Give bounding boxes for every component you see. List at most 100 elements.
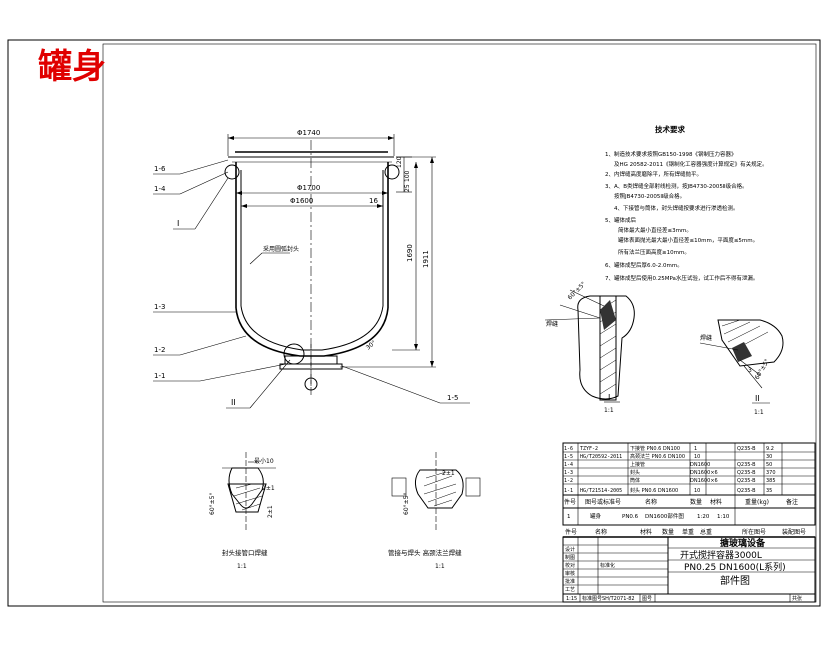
tb-company: 搪玻璃设备 (720, 537, 766, 549)
part-pressure: PN0.6 (622, 514, 639, 520)
bom-r6-qty: 10 (694, 488, 700, 494)
bom-r2-wt: 30 (766, 454, 772, 460)
vessel-drawing: Φ1740 Φ1700 Φ1600 16 120 100 25 1690 191… (153, 129, 470, 409)
tech-req-line-3: 2、内焊缝高度磨除平，所有焊缝抛平。 (605, 170, 702, 178)
bom-r3-name: 上接管 (630, 461, 645, 468)
bom-r4-wt: 370 (766, 470, 776, 476)
bom-r5-mat: Q235-B (737, 478, 756, 484)
weld1-scale: 1:1 (237, 563, 247, 570)
angle-label: 30° (365, 339, 378, 351)
weld-detail-1: 最小10 60°±5° 2±1 2±1 封头接管口焊缝 1:1 (209, 452, 276, 570)
title-block: 设计 制图 校对 审核 批准 工艺 标准化 搪玻璃设备 开式搅拌容器3000L … (562, 536, 816, 603)
detail-I-label: I (608, 393, 610, 402)
bom-r5-name: 筒体 (630, 477, 640, 484)
part-dn: DN1600部件图 (645, 512, 684, 520)
callout-1-3: 1-3 (154, 303, 165, 311)
ph-assembly: 装配图号 (782, 528, 806, 536)
weld1-angle: 60°±5° (209, 493, 216, 515)
callout-1-2: 1-2 (154, 346, 165, 354)
weld1-caption: 封头接管口焊缝 (222, 548, 268, 557)
ph-name: 名称 (595, 528, 607, 536)
drawing-frame (7, 39, 821, 607)
tb-label-design: 设计 (565, 546, 575, 553)
dim-top-width: Φ1740 (297, 129, 320, 137)
bom-h-qty: 数量 (690, 498, 702, 506)
tb-product: 开式搅拌容器3000L (680, 549, 762, 561)
tb-scale: 1:15 (566, 596, 577, 602)
part-no: 1 (567, 514, 571, 520)
part-scale2: 1:10 (717, 514, 730, 520)
tb-sheet-total: 共张 (792, 595, 802, 602)
tb-drawing-type: 部件图 (720, 574, 750, 587)
dim-inner-width: Φ1700 (297, 184, 320, 192)
ph-drawing: 所在图号 (742, 528, 766, 536)
bom-r4-qty: DN1600×6 (690, 470, 718, 476)
bom-r6-wt: 35 (766, 488, 772, 494)
bom-r2-name: 高颈法兰 PN0.6 DN100 (630, 453, 685, 460)
tech-req-line-12: 7、罐体成型后使用0.25MPa水压试验，试工作后不得有泄漏。 (605, 274, 758, 282)
bom-r2-std: HG/T20592-2011 (580, 454, 622, 460)
inner-label: 采用圆弧封头 (263, 245, 299, 253)
tech-req-line-10: 所有法兰压面高度≥10mm。 (618, 248, 690, 256)
bom-r3-no: 1-4 (564, 462, 573, 468)
callout-1-6: 1-6 (154, 165, 166, 173)
bom-h-mat: 材料 (710, 498, 722, 506)
ph-total: 总重 (700, 528, 712, 536)
weld2-scale: 1:1 (435, 563, 445, 570)
bom-r1-std: TZYF-2 (580, 446, 598, 452)
weld1-gap: 2±1 (262, 485, 275, 492)
bom-r3-wt: 50 (766, 462, 772, 468)
dim-height1: 1690 (406, 244, 414, 262)
tb-standard: 标准图号SH/T2071-82 (582, 595, 635, 602)
bom-r6-mat: Q235-B (737, 488, 756, 494)
tech-req-line-4: 3、A、B类焊缝全部射线检测，按JB4730-2005Ⅱ级合格。 (605, 182, 748, 190)
detail-I-angle: 60°±5° (566, 281, 587, 302)
tech-req-line-11: 6、罐体成型后厚6.0-2.0mm。 (605, 261, 683, 269)
dim-flange-h3: 25 (404, 184, 411, 192)
bom-r6-no: 1-1 (564, 488, 573, 494)
weld2-angle: 60°±5° (403, 493, 410, 515)
callout-1-5: 1-5 (447, 394, 458, 402)
tb-drawing-no: 图号 (642, 596, 652, 602)
tb-spec: PN0.25 DN1600(L系列) (684, 561, 786, 573)
bom-r1-no: 1-6 (564, 446, 573, 452)
tb-label-review: 审核 (565, 570, 575, 577)
bom-r2-no: 1-5 (564, 454, 573, 460)
tech-req-line-5: 按照JB4730-2005Ⅱ级合格。 (614, 192, 685, 200)
tech-req-heading: 技术要求 (655, 124, 685, 134)
tb-label-draft: 制图 (565, 554, 575, 561)
detail-II-label: II (755, 394, 760, 403)
tech-req-line-2: 及HG 20582-2011《钢制化工容器强度计算规定》有关规定。 (614, 160, 768, 168)
callout-II: II (231, 398, 236, 407)
weld1-gap-2: 2±1 (267, 505, 274, 518)
dim-height2: 1911 (422, 250, 430, 268)
bom-r6-name: 封头 PN0.6 DN1600 (630, 487, 678, 494)
detail-II-dim: 3 (748, 367, 752, 374)
dim-flange-h1: 120 (396, 156, 403, 168)
bom-r5-no: 1-2 (564, 478, 573, 484)
tb-label-approve: 批准 (565, 578, 575, 585)
bom-table: 1-6 TZYF-2 下接管 PN0.6 DN100 1 Q235-B 9.2 … (562, 442, 816, 536)
part-name: 罐身 (590, 512, 602, 520)
tech-req-line-1: 1、制造技术要求按照GB150-1998《钢制压力容器》 (605, 150, 737, 158)
bom-r4-name: 封头 (630, 469, 640, 476)
detail-I-scale: 1:1 (604, 407, 614, 414)
bom-r1-name: 下接管 PN0.6 DN100 (630, 445, 680, 452)
tech-req-line-8: 简体最大最小直径差≤3mm。 (618, 226, 692, 234)
ph-mat: 材料 (640, 528, 652, 536)
bom-h-no: 件号 (564, 498, 576, 506)
bom-r1-wt: 9.2 (766, 446, 774, 452)
drawing-title: 罐身 (38, 47, 106, 87)
tb-label-process: 工艺 (565, 587, 575, 593)
ph-unit: 单重 (682, 528, 694, 536)
detail-II-angle: 60°±5° (754, 358, 771, 381)
bom-r4-no: 1-3 (564, 470, 573, 476)
bom-r1-mat: Q235-B (737, 446, 756, 452)
detail-I-weld-label: 焊缝 (546, 320, 558, 328)
bom-r4-mat: Q235-B (737, 470, 756, 476)
bom-r3-mat: Q235-B (737, 462, 756, 468)
weld1-min-dim: 最小10 (254, 457, 274, 465)
tech-req-line-7: 5、罐体成后 (605, 216, 636, 224)
detail-II-scale: 1:1 (754, 409, 764, 416)
